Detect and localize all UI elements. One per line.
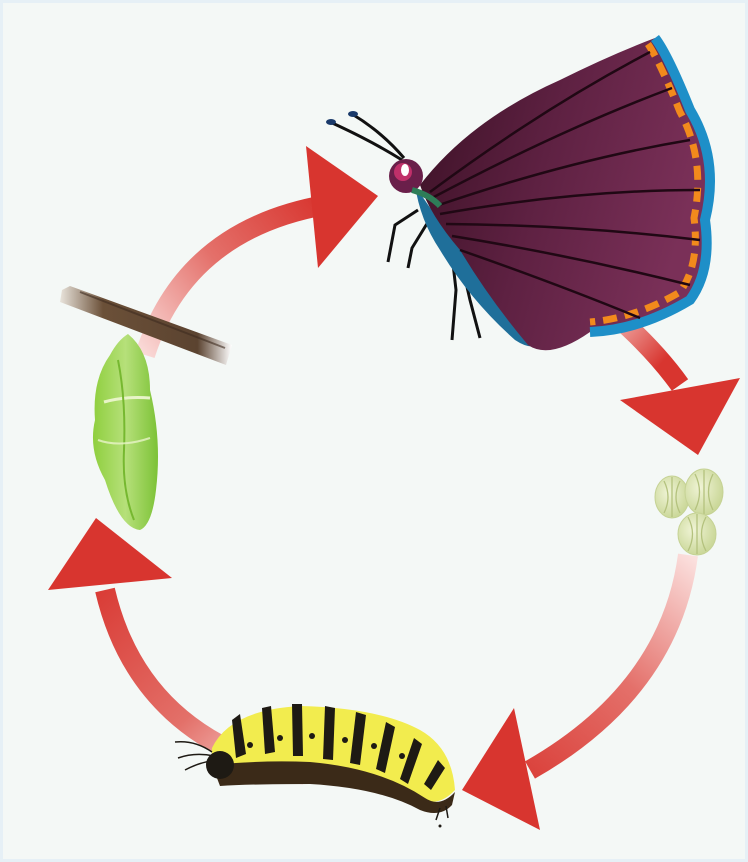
arrow-eggs-to-larva <box>462 555 688 830</box>
caterpillar-icon <box>175 704 455 828</box>
eggs-icon <box>655 469 723 555</box>
arrow-adult-to-eggs <box>615 315 740 455</box>
butterfly-icon <box>326 38 710 350</box>
chrysalis-icon <box>93 334 158 530</box>
arrow-pupa-to-adult <box>145 146 378 355</box>
